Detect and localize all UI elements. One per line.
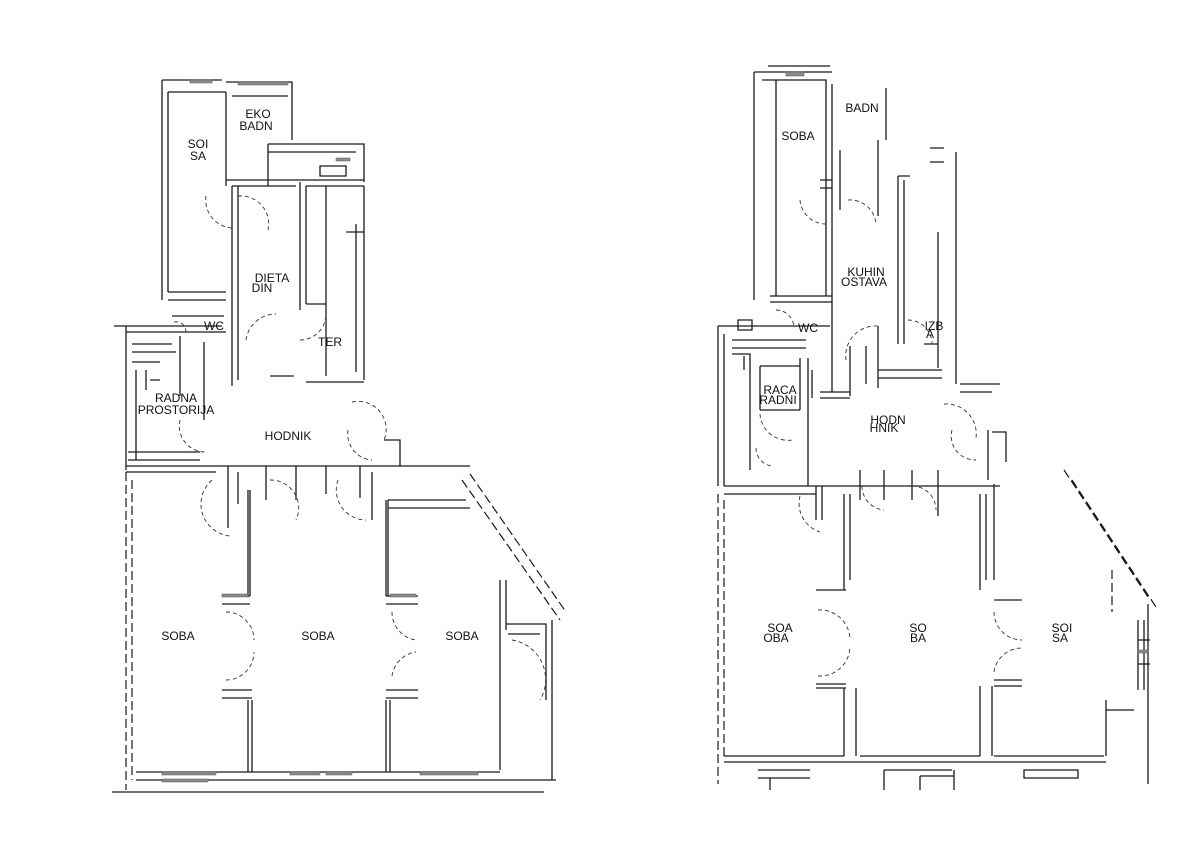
wall-group bbox=[114, 315, 470, 528]
room-label-r-soba-top: SOBA bbox=[781, 129, 814, 143]
wall-group bbox=[753, 65, 957, 399]
wall-group bbox=[717, 469, 1159, 790]
room-label-r-wc: WC bbox=[798, 321, 818, 335]
door-swings bbox=[173, 195, 547, 701]
room-label-l-soba-2: SOBA bbox=[301, 629, 334, 643]
room-label-l-ter: TER bbox=[318, 335, 342, 349]
room-label-l-wc: WC bbox=[204, 319, 224, 333]
room-label-l-soba-3: SOBA bbox=[445, 629, 478, 643]
room-label-l-hodnik: HODNIK bbox=[265, 429, 312, 443]
room-label-l-soba-1: SOBA bbox=[161, 629, 194, 643]
wall-group bbox=[112, 472, 567, 793]
wall-group bbox=[161, 79, 365, 386]
door-swings bbox=[755, 199, 1023, 677]
room-label-r-bad-top: BADN bbox=[845, 101, 878, 115]
wall-group bbox=[717, 319, 1007, 580]
